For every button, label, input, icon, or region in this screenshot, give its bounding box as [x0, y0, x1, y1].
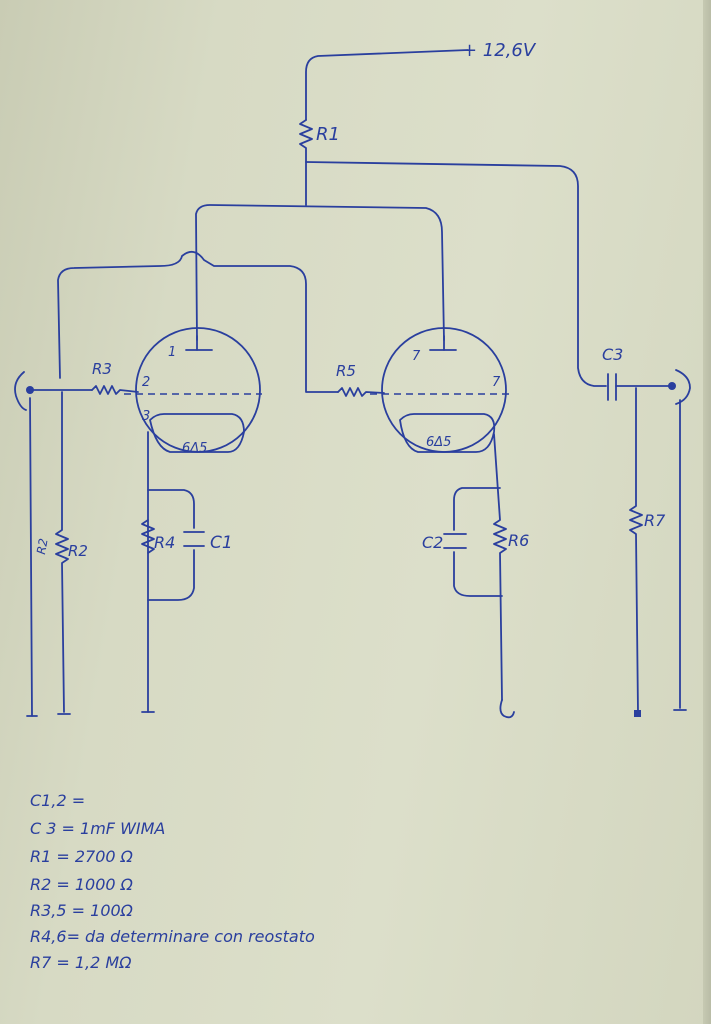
tube-1-pin-2: 2: [142, 375, 150, 390]
note-r2: R2 = 1000 Ω: [30, 875, 134, 894]
resistor-r7: [629, 387, 643, 713]
tube-2-cathode: [399, 413, 496, 453]
component-notes: C1,2 = C 3 = 1mF WIMA R1 = 2700 Ω R2 = 1…: [30, 791, 315, 972]
tube-2-pin-a: 7: [412, 349, 421, 364]
resistor-r4: [141, 519, 155, 554]
label-r3: R3: [92, 360, 112, 378]
note-r46: R4,6= da determinare con reostato: [30, 927, 315, 946]
note-r7: R7 = 1,2 MΩ: [30, 953, 132, 972]
label-c2: C2: [422, 533, 443, 552]
tube-2-pin-b: 7: [492, 375, 501, 390]
label-supply: + 12,6V: [462, 40, 537, 61]
label-r2-rotated: R2: [34, 537, 51, 555]
output-jack: [675, 369, 691, 405]
input-bias-wire: [57, 250, 339, 393]
label-c1: C1: [210, 533, 233, 553]
label-r1: R1: [316, 124, 340, 145]
note-r35: R3,5 = 100Ω: [30, 901, 134, 920]
label-r7: R7: [644, 511, 666, 530]
resistor-r5: [337, 387, 385, 397]
resistor-r2: [55, 391, 69, 713]
tube-1-pin-1: 1: [168, 345, 176, 360]
tube-1-pin-3: 3: [142, 409, 150, 424]
resistor-r3: [91, 385, 139, 395]
label-r4: R4: [154, 533, 175, 552]
input-ground-wire: [29, 397, 33, 717]
tube-1-name: 6Δ5: [182, 441, 207, 456]
label-r2: R2: [68, 542, 88, 560]
cathode-2-wire: [493, 433, 507, 701]
label-r6: R6: [508, 531, 529, 550]
note-r1: R1 = 2700 Ω: [30, 847, 134, 866]
plate-bus-wire: [195, 204, 445, 341]
label-r5: R5: [336, 362, 356, 380]
tube-2-name: 6Δ5: [426, 435, 451, 450]
plate-to-c3-wire: [305, 161, 607, 387]
page-edge: [703, 0, 711, 1024]
input-jack: [14, 371, 27, 411]
resistor-r1: [299, 119, 313, 206]
note-c3: C 3 = 1mF WIMA: [30, 819, 165, 838]
output-jack-dot: [668, 382, 676, 390]
supply-wire: [305, 49, 469, 121]
note-c12: C1,2 =: [30, 791, 85, 810]
label-c3: C3: [602, 345, 623, 364]
tube-1-cathode: [149, 413, 245, 453]
